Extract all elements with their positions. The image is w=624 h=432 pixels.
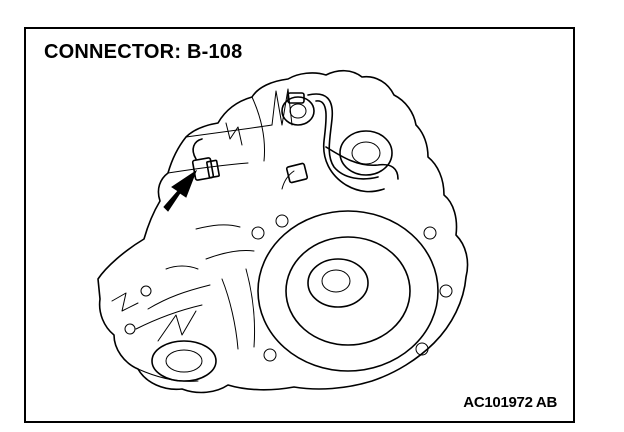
bolt-boss: [423, 226, 437, 240]
housing-rib: [165, 265, 199, 270]
flange-edge: [111, 292, 139, 312]
bolt-boss: [415, 342, 429, 356]
case-top-edge: [251, 96, 265, 162]
small-connector: [285, 162, 309, 184]
case-top-edge: [185, 124, 273, 138]
bolt-boss: [275, 214, 289, 228]
housing-rib: [195, 224, 241, 230]
connector-b108-harness: [192, 138, 203, 160]
pipe-fitting-boss-outer: [339, 130, 393, 176]
solenoid-body: [281, 96, 315, 126]
pipe-fitting-boss-inner: [351, 141, 381, 165]
case-top-edge: [271, 88, 293, 126]
housing-rib: [205, 250, 255, 260]
bolt-boss: [263, 348, 277, 362]
bolt-boss: [251, 226, 265, 240]
diagram-frame: CONNECTOR: B-108 AC101972 AB: [24, 27, 575, 423]
small-connector-harness: [281, 170, 295, 190]
transaxle-illustration: [97, 69, 469, 394]
lower-bearing-boss-inner: [165, 349, 203, 373]
housing-rib: [147, 284, 211, 310]
bolt-boss: [124, 323, 136, 335]
bell-housing-outer: [257, 210, 439, 372]
cooler-pipe: [307, 93, 379, 180]
bolt-boss: [140, 285, 152, 297]
figure-id-label: AC101972 AB: [463, 394, 557, 411]
connector-b108-mate: [206, 159, 220, 179]
bell-housing-inner: [285, 236, 411, 346]
cooler-pipe: [315, 100, 385, 193]
bolt-boss: [439, 284, 453, 298]
housing-rib: [245, 268, 255, 348]
housing-rib: [135, 304, 203, 330]
case-top-edge: [225, 122, 243, 146]
input-shaft-seal: [307, 258, 369, 308]
input-shaft-bore: [321, 269, 351, 293]
connector-b108-body: [191, 157, 215, 181]
lower-bearing-boss-outer: [151, 340, 217, 382]
housing-rib: [157, 310, 197, 342]
connector-title: CONNECTOR: B-108: [44, 41, 243, 63]
housing-rib: [221, 278, 239, 350]
solenoid-connector: [287, 92, 305, 104]
arrow-indicator: [163, 169, 198, 212]
solenoid-cap: [289, 103, 307, 119]
flange-edge: [137, 368, 199, 382]
